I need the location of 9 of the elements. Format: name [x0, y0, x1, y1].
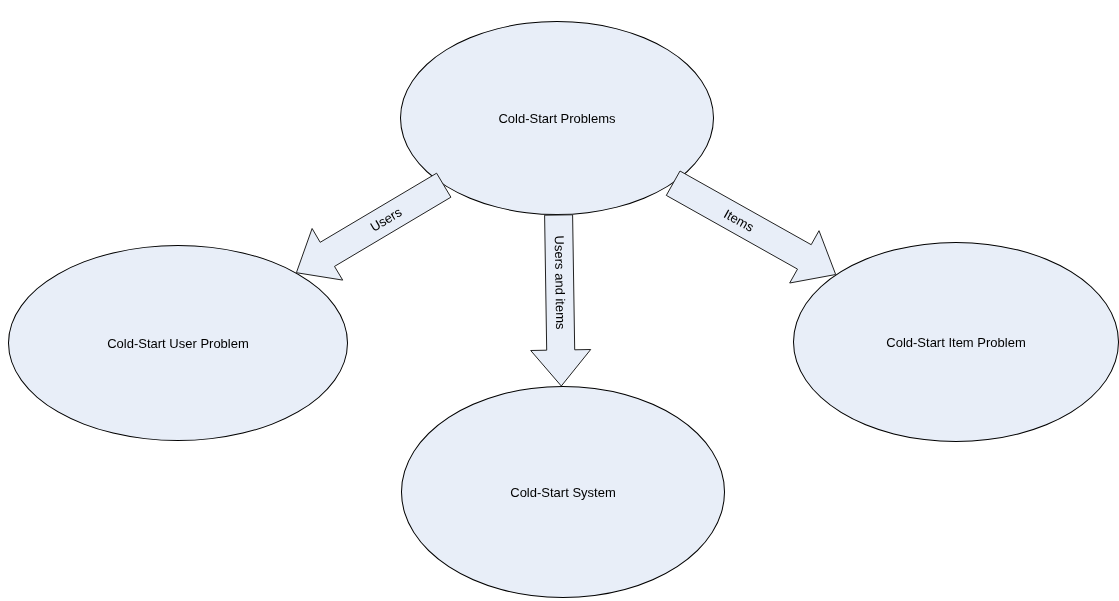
block-arrow [295, 172, 452, 281]
node-label: Cold-Start Problems [498, 110, 616, 126]
edge-label: Users and items [552, 235, 567, 330]
block-arrow [530, 214, 592, 387]
block-arrow [665, 170, 837, 284]
edge-label: Users [367, 205, 404, 234]
node-label: Cold-Start System [510, 484, 616, 500]
node-label: Cold-Start Item Problem [886, 334, 1026, 350]
node-label: Cold-Start User Problem [107, 335, 249, 351]
